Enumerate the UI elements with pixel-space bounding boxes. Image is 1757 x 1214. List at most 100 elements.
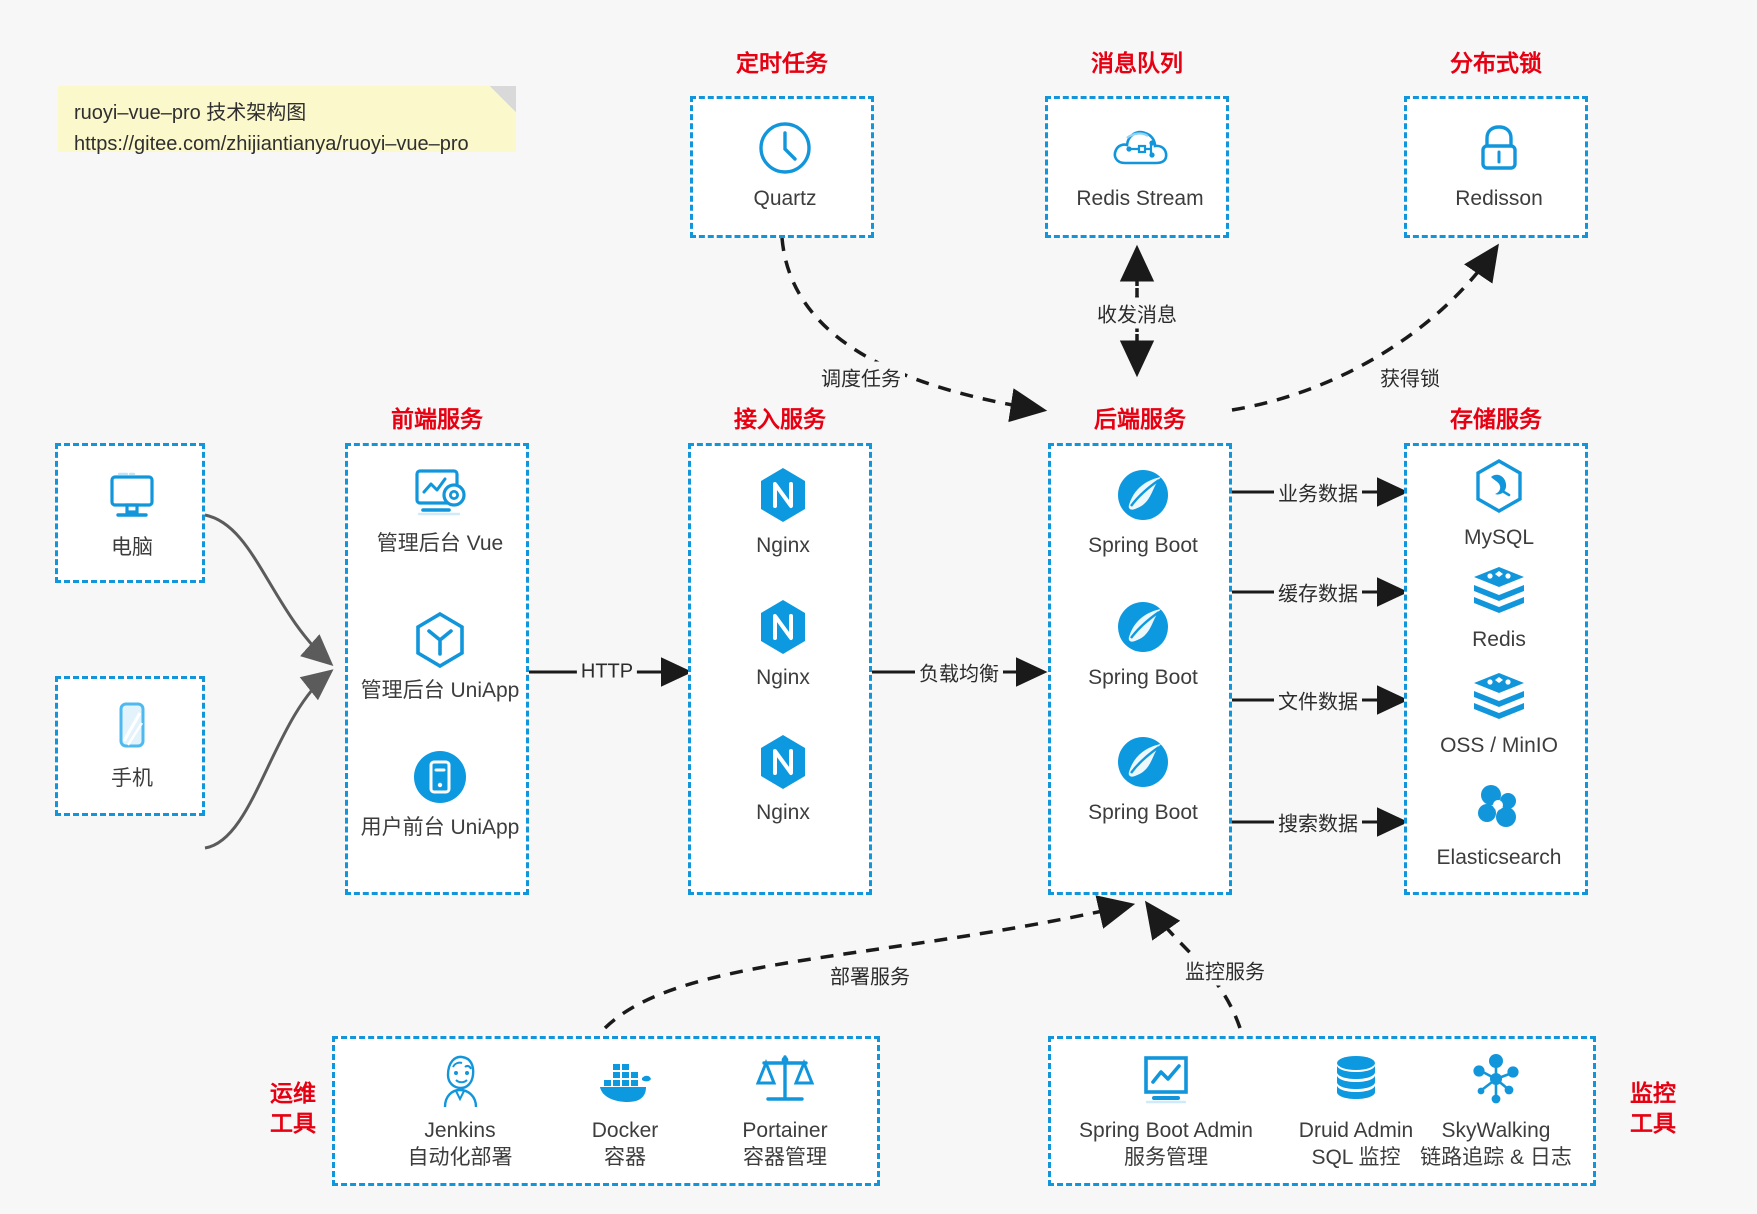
redis-icon — [1424, 558, 1574, 620]
mobile-icon — [57, 697, 207, 759]
group-monitor: Spring Boot Admin 服务管理 Druid Admin SQL 监… — [1048, 1036, 1596, 1186]
elasticsearch-icon — [1424, 776, 1574, 838]
node-label-quartz: Quartz — [753, 187, 817, 210]
nginx-icon — [708, 464, 858, 526]
group-title-monitor-line2: 工具 — [1630, 1110, 1676, 1136]
jenkins-icon — [355, 1049, 565, 1111]
group-scheduler: Quartz — [690, 96, 874, 238]
group-title-monitor: 监控 工具 — [1618, 1078, 1688, 1138]
node-nginx-1[interactable]: Nginx — [708, 464, 858, 559]
node-elasticsearch[interactable]: Elasticsearch — [1424, 776, 1574, 871]
diagram-note: ruoyi–vue–pro 技术架构图 https://gitee.com/zh… — [58, 86, 516, 155]
docker-icon — [520, 1049, 730, 1111]
node-label-redis: Redis — [1472, 628, 1526, 651]
dashboard-gear-icon — [335, 462, 545, 524]
edge-label-load-balance: 负载均衡 — [915, 656, 1003, 688]
group-title-devops: 运维 工具 — [258, 1078, 328, 1138]
node-phone[interactable]: 手机 — [57, 697, 207, 792]
node-label-spring-boot-admin: Spring Boot Admin — [1079, 1119, 1253, 1142]
edge-label-schedule-task: 调度任务 — [817, 361, 905, 393]
group-devops: Jenkins 自动化部署 Docker 容器 — [332, 1036, 880, 1186]
scales-icon — [680, 1049, 890, 1111]
node-label-admin-uniapp: 管理后台 UniApp — [360, 679, 520, 702]
group-backend: Spring Boot Spring Boot Spring Boot — [1048, 443, 1232, 895]
edge-label-cache-data: 缓存数据 — [1274, 576, 1362, 608]
edge-label-acquire-lock: 获得锁 — [1376, 361, 1444, 393]
node-label-user-uniapp: 用户前台 UniApp — [360, 816, 520, 839]
node-admin-uniapp[interactable]: 管理后台 UniApp — [335, 609, 545, 704]
lock-icon — [1424, 117, 1574, 179]
group-title-gateway: 接入服务 — [734, 406, 826, 432]
node-portainer[interactable]: Portainer 容器管理 — [680, 1049, 890, 1171]
node-quartz[interactable]: Quartz — [710, 117, 860, 212]
edge-label-business-data: 业务数据 — [1274, 476, 1362, 508]
node-nginx-2[interactable]: Nginx — [708, 596, 858, 691]
node-docker[interactable]: Docker 容器 — [520, 1049, 730, 1171]
node-sub-skywalking: 链路追踪 & 日志 — [1420, 1146, 1572, 1169]
node-druid-admin[interactable]: Druid Admin SQL 监控 — [1251, 1049, 1461, 1171]
node-label-redisson: Redisson — [1455, 187, 1543, 210]
node-spring-boot-2[interactable]: Spring Boot — [1068, 596, 1218, 691]
spring-icon — [1068, 464, 1218, 526]
node-label-phone: 手机 — [111, 767, 153, 790]
node-spring-boot-admin[interactable]: Spring Boot Admin 服务管理 — [1061, 1049, 1271, 1171]
app-circle-icon — [335, 746, 545, 808]
node-label-spring-boot-2: Spring Boot — [1088, 666, 1198, 689]
edge-pc-to-frontend — [204, 513, 334, 666]
group-title-mq: 消息队列 — [1091, 50, 1183, 76]
node-skywalking[interactable]: SkyWalking 链路追踪 & 日志 — [1391, 1049, 1601, 1171]
note-fold-corner — [490, 86, 516, 112]
node-redisson[interactable]: Redisson — [1424, 117, 1574, 212]
node-spring-boot-3[interactable]: Spring Boot — [1068, 731, 1218, 826]
node-nginx-3[interactable]: Nginx — [708, 731, 858, 826]
node-sub-spring-boot-admin: 服务管理 — [1124, 1146, 1208, 1169]
node-spring-boot-1[interactable]: Spring Boot — [1068, 464, 1218, 559]
node-jenkins[interactable]: Jenkins 自动化部署 — [355, 1049, 565, 1171]
cloud-stream-icon — [1065, 117, 1215, 179]
node-label-nginx-2: Nginx — [756, 666, 810, 689]
group-title-scheduler: 定时任务 — [736, 50, 828, 76]
node-label-redis-stream: Redis Stream — [1076, 187, 1204, 210]
node-redis-stream[interactable]: Redis Stream — [1065, 117, 1215, 212]
node-label-admin-vue: 管理后台 Vue — [376, 532, 504, 555]
node-pc[interactable]: 电脑 — [57, 466, 207, 561]
node-user-uniapp[interactable]: 用户前台 UniApp — [335, 746, 545, 841]
node-oss[interactable]: OSS / MinIO — [1424, 664, 1574, 759]
note-url: https://gitee.com/zhijiantianya/ruoyi–vu… — [74, 133, 469, 155]
note-title: ruoyi–vue–pro 技术架构图 — [74, 102, 307, 124]
nginx-icon — [708, 596, 858, 658]
node-label-mysql: MySQL — [1463, 526, 1534, 549]
group-title-frontend: 前端服务 — [391, 406, 483, 432]
oss-icon — [1424, 664, 1574, 726]
node-mysql[interactable]: MySQL — [1424, 456, 1574, 551]
edge-label-monitor-service: 监控服务 — [1181, 954, 1269, 986]
node-label-nginx-3: Nginx — [756, 801, 810, 824]
monitor-chart-icon — [1061, 1049, 1271, 1111]
edge-acquire-lock — [1231, 243, 1499, 412]
group-title-devops-line2: 工具 — [270, 1110, 316, 1136]
group-title-lock: 分布式锁 — [1450, 50, 1542, 76]
node-label-skywalking: SkyWalking — [1441, 1119, 1551, 1142]
edge-label-send-receive-msg: 收发消息 — [1093, 297, 1181, 329]
desktop-icon — [57, 466, 207, 528]
node-sub-docker: 容器 — [604, 1146, 646, 1169]
node-label-oss: OSS / MinIO — [1440, 734, 1558, 757]
nginx-icon — [708, 731, 858, 793]
group-title-backend: 后端服务 — [1094, 406, 1186, 432]
node-label-pc: 电脑 — [111, 536, 153, 559]
clock-icon — [710, 117, 860, 179]
edge-label-file-data: 文件数据 — [1274, 684, 1362, 716]
node-admin-vue[interactable]: 管理后台 Vue — [335, 462, 545, 557]
group-title-monitor-line1: 监控 — [1630, 1080, 1676, 1106]
node-redis[interactable]: Redis — [1424, 558, 1574, 653]
node-sub-portainer: 容器管理 — [743, 1146, 827, 1169]
group-gateway: Nginx Nginx Nginx — [688, 443, 872, 895]
node-label-docker: Docker — [591, 1119, 659, 1142]
spring-icon — [1068, 596, 1218, 658]
node-label-portainer: Portainer — [742, 1119, 828, 1142]
mysql-icon — [1424, 456, 1574, 518]
edge-phone-to-frontend — [204, 669, 334, 850]
skywalking-icon — [1391, 1049, 1601, 1111]
group-lock: Redisson — [1404, 96, 1588, 238]
